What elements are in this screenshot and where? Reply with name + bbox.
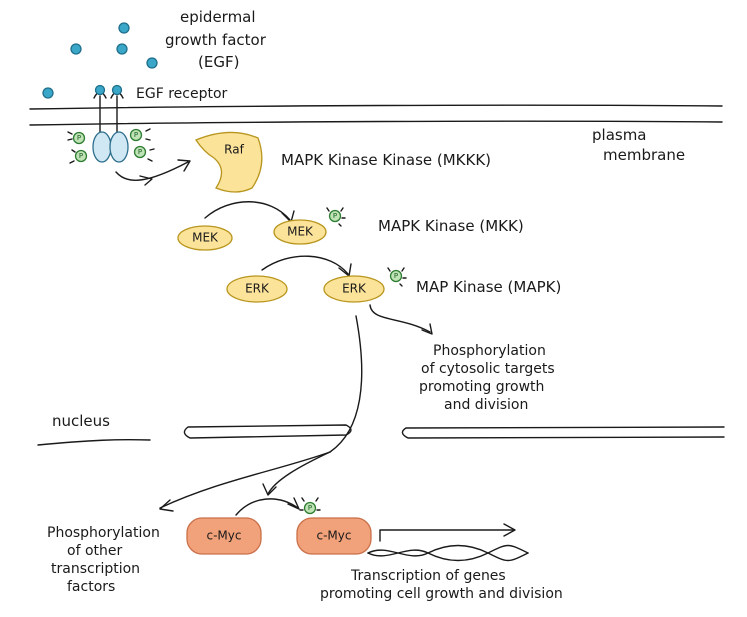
plasma-membrane-label-line1: plasma	[592, 126, 647, 144]
mek-inactive: MEK	[177, 225, 233, 251]
egf-ligand-dots	[42, 22, 158, 99]
erk-inactive: ERK	[226, 275, 288, 303]
plasma-membrane	[29, 104, 723, 126]
svg-text:P: P	[134, 131, 138, 139]
c-myc-inactive-label: c-Myc	[207, 529, 242, 543]
egf-label-line2: growth factor	[165, 31, 267, 49]
egf-receptor	[92, 84, 129, 163]
erk-phosphate: P	[387, 267, 407, 287]
mek-inactive-label: MEK	[192, 231, 219, 245]
egf-dot	[70, 43, 82, 55]
svg-text:P: P	[77, 134, 81, 142]
dna-strand	[367, 544, 529, 562]
tf-label-line4: factors	[67, 579, 115, 595]
egf-label-line1: epidermal	[180, 8, 256, 26]
svg-text:P: P	[138, 148, 142, 156]
receptor-phosphate: P	[67, 131, 86, 145]
egf-dot	[118, 22, 130, 34]
arrow-erk-into-nucleus	[159, 315, 363, 512]
tf-label-line3: transcription	[51, 561, 140, 577]
cyto-targets-line4: and division	[444, 397, 528, 413]
arrow-erk-activation	[261, 255, 352, 277]
tf-label-line2: of other	[67, 543, 122, 559]
erk-active: ERK	[323, 275, 385, 303]
c-myc-active: c-Myc	[296, 517, 372, 555]
transcription-label-line1: Transcription of genes	[350, 568, 506, 584]
mkkk-label: MAPK Kinase Kinase (MKKK)	[281, 151, 491, 169]
arrow-receptor-to-raf	[115, 159, 191, 186]
egf-dot	[42, 87, 54, 99]
arrow-erk-to-cytosol	[369, 304, 433, 335]
tf-label-line1: Phosphorylation	[47, 525, 160, 541]
receptor-phosphate: P	[129, 128, 151, 142]
mek-active-label: MEK	[287, 225, 314, 239]
raf-label: Raf	[224, 143, 244, 157]
cyto-targets-line3: promoting growth	[419, 379, 544, 395]
arrow-mek-activation	[204, 201, 295, 223]
mek-active: MEK	[273, 219, 327, 245]
svg-text:P: P	[308, 504, 312, 512]
egf-receptor-label: EGF receptor	[136, 86, 228, 102]
receptor-phosphate: P	[69, 149, 88, 164]
nuclear-envelope	[37, 424, 725, 446]
plasma-membrane-label-line2: membrane	[603, 146, 685, 164]
transcription-label-line2: promoting cell growth and division	[320, 586, 563, 602]
erk-inactive-label: ERK	[245, 282, 270, 296]
mek-phosphate: P	[326, 207, 346, 227]
egf-label-line3: (EGF)	[198, 53, 239, 71]
erk-active-label: ERK	[342, 282, 367, 296]
egf-dot	[146, 57, 158, 69]
arrow-transcription	[379, 523, 516, 542]
cyto-targets-line2: of cytosolic targets	[421, 361, 555, 377]
c-myc-active-label: c-Myc	[317, 529, 352, 543]
svg-text:P: P	[333, 212, 337, 220]
receptor-phosphate: P	[133, 145, 155, 162]
svg-text:P: P	[394, 272, 398, 280]
raf-kinase: Raf	[195, 131, 263, 193]
myc-phosphate: P	[299, 497, 321, 515]
c-myc-inactive: c-Myc	[186, 517, 262, 555]
nucleus-label: nucleus	[52, 412, 110, 430]
svg-text:P: P	[79, 152, 83, 160]
arrow-myc-activation	[235, 497, 300, 516]
cyto-targets-line1: Phosphorylation	[433, 343, 546, 359]
mapk-label: MAP Kinase (MAPK)	[416, 278, 561, 296]
mkk-label: MAPK Kinase (MKK)	[378, 217, 524, 235]
egf-dot	[116, 43, 128, 55]
